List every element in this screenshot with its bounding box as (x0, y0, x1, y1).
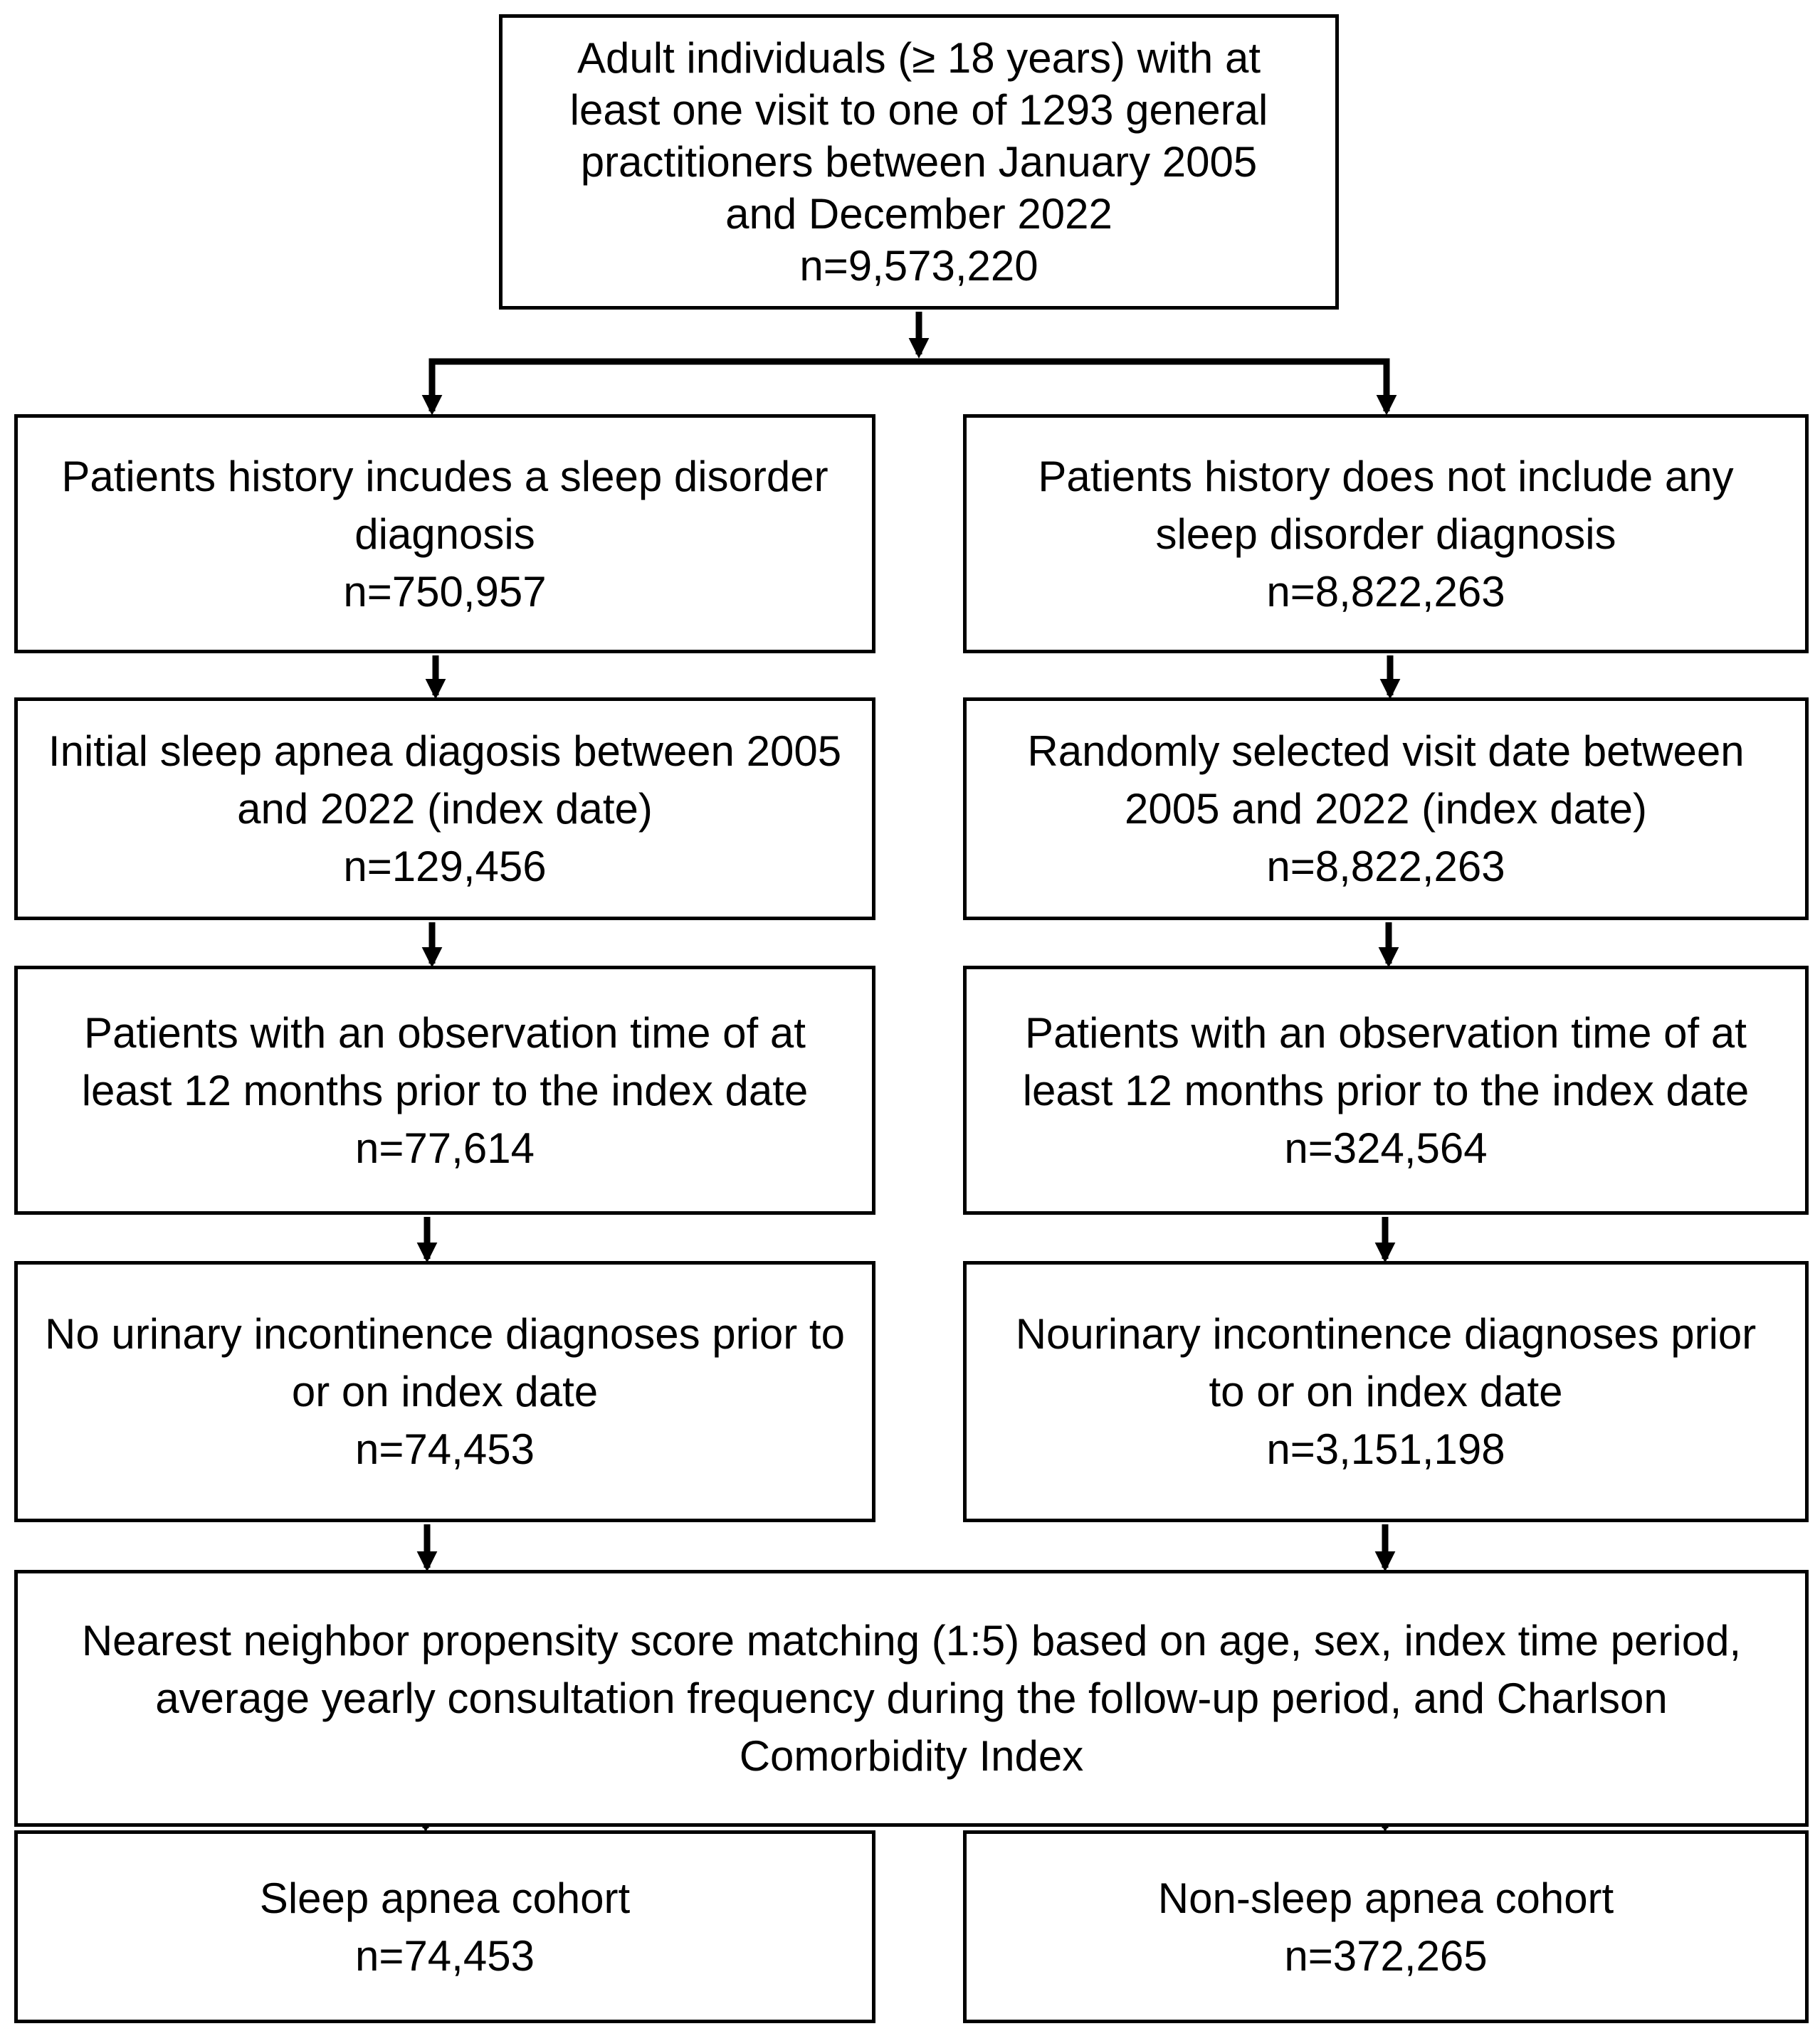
box-text-line: Randomly selected visit date between (1027, 727, 1745, 775)
split-connector (428, 358, 1390, 411)
initial-sleep-apnea-diagnosis-box: Initial sleep apnea diagosis between 200… (14, 697, 875, 920)
box-text-line: Sleep apnea cohort (259, 1874, 631, 1922)
propensity-matching-box: Nearest neighbor propensity score matchi… (14, 1570, 1809, 1827)
box-text-line: Nearest neighbor propensity score matchi… (81, 1617, 1742, 1665)
box-count: n=8,822,263 (1266, 567, 1505, 616)
box-text-line: No urinary incontinence diagnoses prior … (45, 1310, 845, 1358)
box-text-line: practitioners between January 2005 (580, 138, 1258, 186)
box-text-line: least one visit to one of 1293 general (569, 86, 1268, 134)
sleep-apnea-cohort-box: Sleep apnea cohort n=74,453 (14, 1830, 875, 2023)
box-count: n=324,564 (1284, 1124, 1488, 1172)
random-visit-date-box: Randomly selected visit date between 200… (963, 697, 1809, 920)
box-text-line: Patients with an observation time of at (84, 1008, 806, 1057)
box-text-line: Patients history does not include any (1038, 452, 1734, 500)
box-count: n=9,573,220 (799, 242, 1038, 290)
box-text-line: Patients with an observation time of at (1025, 1008, 1747, 1057)
box-text-line: 2005 and 2022 (index date) (1125, 785, 1647, 833)
box-text-line: sleep disorder diagnosis (1155, 510, 1616, 558)
box-text-line: and December 2022 (725, 190, 1112, 238)
box-text-line: average yearly consultation frequency du… (155, 1674, 1668, 1722)
left-observation-time-box: Patients with an observation time of at … (14, 966, 875, 1215)
box-text-line: diagnosis (354, 510, 535, 558)
eligible-population-box: Adult individuals (≥ 18 years) with at l… (499, 14, 1339, 310)
box-text-line: least 12 months prior to the index date (1022, 1066, 1750, 1114)
sleep-disorder-history-box: Patients history incudes a sleep disorde… (14, 414, 875, 653)
box-count: n=77,614 (355, 1124, 535, 1172)
box-count: n=372,265 (1284, 1931, 1488, 1980)
box-text-line: or on index date (291, 1368, 599, 1415)
no-sleep-disorder-history-box: Patients history does not include any sl… (963, 414, 1809, 653)
non-sleep-apnea-cohort-box: Non-sleep apnea cohort n=372,265 (963, 1830, 1809, 2023)
box-text-line: Comorbidity Index (739, 1732, 1084, 1780)
left-no-incontinence-box: No urinary incontinence diagnoses prior … (14, 1261, 875, 1522)
box-text-line: Nourinary incontinence diagnoses prior (1015, 1310, 1757, 1358)
box-count: n=129,456 (343, 843, 547, 890)
box-count: n=74,453 (355, 1425, 535, 1473)
box-text-line: Adult individuals (≥ 18 years) with at (577, 34, 1261, 82)
box-count: n=8,822,263 (1266, 843, 1505, 890)
box-text-line: and 2022 (index date) (237, 785, 653, 833)
box-text-line: Initial sleep apnea diagosis between 200… (48, 727, 842, 775)
box-text-line: Patients history incudes a sleep disorde… (61, 452, 829, 500)
box-count: n=750,957 (343, 567, 547, 616)
box-text-line: least 12 months prior to the index date (81, 1066, 809, 1114)
right-observation-time-box: Patients with an observation time of at … (963, 966, 1809, 1215)
box-text-line: Non-sleep apnea cohort (1157, 1874, 1614, 1922)
box-count: n=74,453 (355, 1931, 535, 1980)
box-text-line: to or on index date (1209, 1368, 1563, 1415)
right-no-incontinence-box: Nourinary incontinence diagnoses prior t… (963, 1261, 1809, 1522)
box-count: n=3,151,198 (1266, 1425, 1505, 1473)
